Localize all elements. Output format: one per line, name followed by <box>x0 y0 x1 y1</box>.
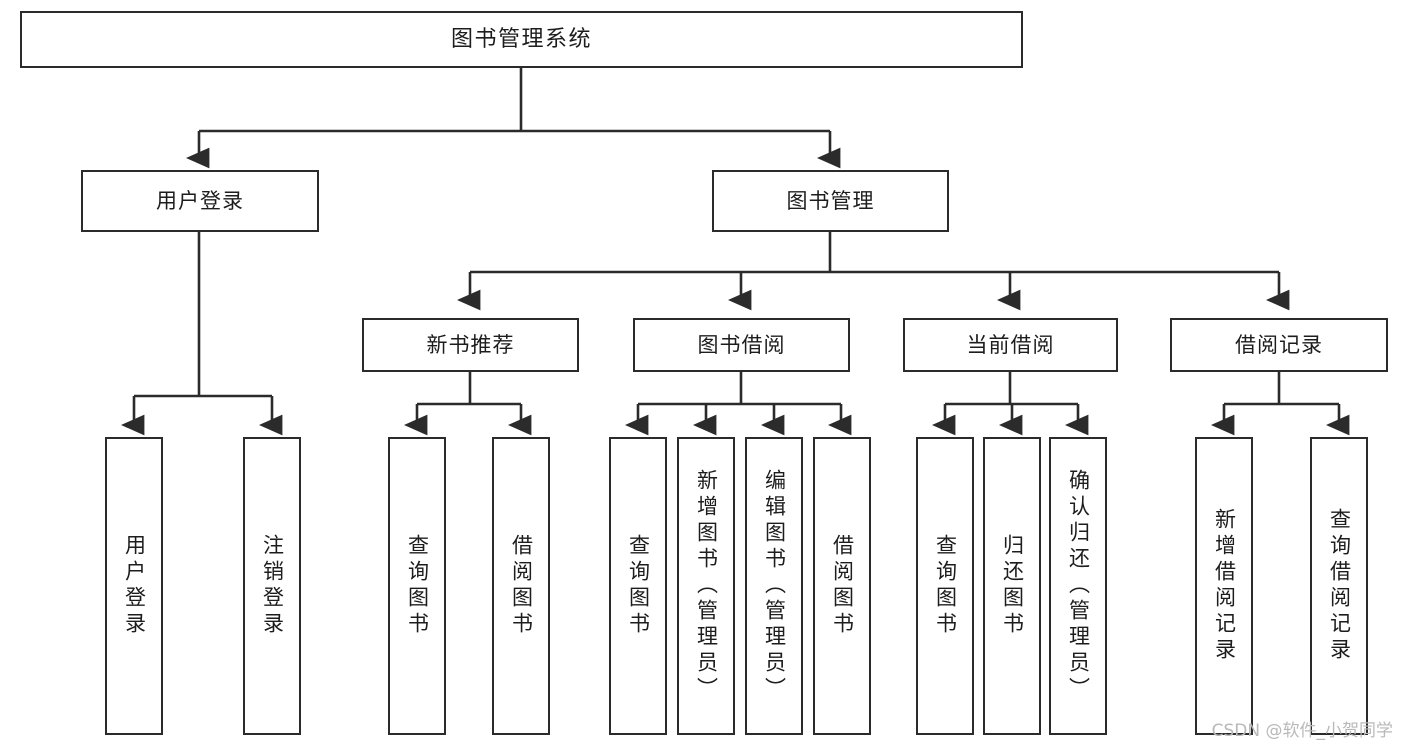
node-leaf-edit-book[interactable]: 编辑图书（管理员） <box>745 437 803 735</box>
node-leaf-edit-book-label: 编辑图书（管理员） <box>762 469 787 703</box>
node-new-book-rec[interactable]: 新书推荐 <box>362 318 579 372</box>
watermark: CSDN @软件_小贺同学 <box>1211 721 1393 741</box>
node-leaf-add-book[interactable]: 新增图书（管理员） <box>677 437 735 735</box>
node-borrow-record-label: 借阅记录 <box>1235 332 1323 357</box>
node-user-login-label: 用户登录 <box>156 188 244 213</box>
node-leaf-query-book-1-label: 查询图书 <box>405 534 430 638</box>
node-book-mgmt[interactable]: 图书管理 <box>712 170 949 232</box>
node-leaf-return-book-label: 归还图书 <box>1000 534 1025 638</box>
node-book-borrow-label: 图书借阅 <box>697 332 786 357</box>
node-leaf-borrow-book-1[interactable]: 借阅图书 <box>492 437 550 735</box>
node-leaf-logout-label: 注销登录 <box>260 534 285 638</box>
node-current-borrow-label: 当前借阅 <box>966 332 1055 357</box>
node-root-label: 图书管理系统 <box>450 26 592 52</box>
node-leaf-add-book-label: 新增图书（管理员） <box>694 469 719 703</box>
node-leaf-query-book-1[interactable]: 查询图书 <box>388 437 446 735</box>
node-leaf-query-record[interactable]: 查询借阅记录 <box>1310 437 1368 735</box>
node-leaf-confirm-return-label: 确认归还（管理员） <box>1066 469 1091 703</box>
node-new-book-rec-label: 新书推荐 <box>426 332 515 357</box>
node-leaf-logout[interactable]: 注销登录 <box>243 437 301 735</box>
node-current-borrow[interactable]: 当前借阅 <box>903 318 1118 372</box>
node-leaf-query-book-2[interactable]: 查询图书 <box>609 437 667 735</box>
node-leaf-confirm-return[interactable]: 确认归还（管理员） <box>1049 437 1107 735</box>
node-root[interactable]: 图书管理系统 <box>20 11 1023 68</box>
node-leaf-return-book[interactable]: 归还图书 <box>983 437 1041 735</box>
node-leaf-add-record[interactable]: 新增借阅记录 <box>1195 437 1253 735</box>
node-leaf-query-record-label: 查询借阅记录 <box>1327 508 1352 664</box>
node-leaf-user-login-label: 用户登录 <box>122 534 147 638</box>
node-leaf-query-book-3-label: 查询图书 <box>933 534 958 638</box>
node-book-mgmt-label: 图书管理 <box>786 188 875 213</box>
node-leaf-borrow-book-2-label: 借阅图书 <box>830 534 855 638</box>
node-leaf-query-book-3[interactable]: 查询图书 <box>916 437 974 735</box>
node-leaf-add-record-label: 新增借阅记录 <box>1212 508 1237 664</box>
node-borrow-record[interactable]: 借阅记录 <box>1170 318 1388 372</box>
node-leaf-borrow-book-1-label: 借阅图书 <box>509 534 534 638</box>
node-leaf-user-login[interactable]: 用户登录 <box>105 437 163 735</box>
node-leaf-query-book-2-label: 查询图书 <box>626 534 651 638</box>
node-book-borrow[interactable]: 图书借阅 <box>633 318 850 372</box>
node-user-login[interactable]: 用户登录 <box>81 170 319 232</box>
node-leaf-borrow-book-2[interactable]: 借阅图书 <box>813 437 871 735</box>
